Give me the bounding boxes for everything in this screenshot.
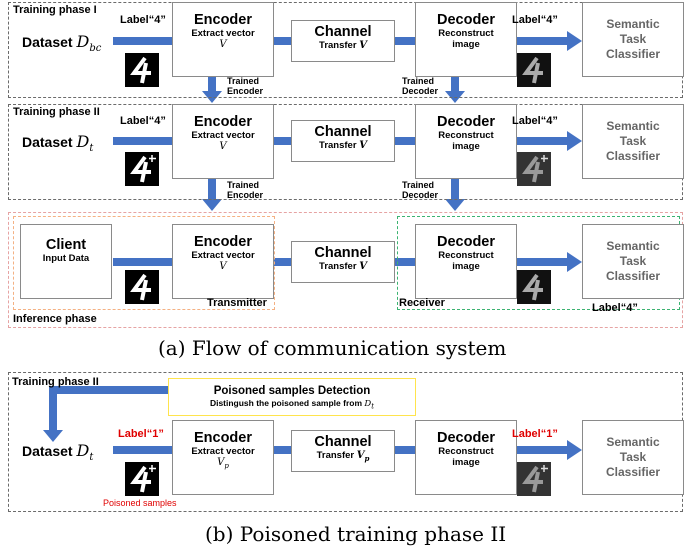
arrow-client-to-encoder	[113, 258, 172, 266]
arrow-encoder-to-channel-3	[274, 258, 291, 266]
arrow-encoder-to-channel-1	[274, 37, 291, 45]
client-box: Client Input Data	[20, 224, 112, 299]
arrow-decoder-to-classifier-p	[517, 440, 582, 460]
reconstructed-digit-2	[517, 152, 551, 186]
encoder-box-1: Encoder Extract vector V	[172, 2, 274, 77]
label-4-input-2: Label“4”	[120, 115, 166, 127]
encoder-var: V	[219, 39, 227, 50]
arrow-channel-to-decoder-2	[395, 137, 415, 145]
digit-4-image-1	[125, 53, 159, 87]
arrow-detection-back-to-dataset	[43, 386, 168, 442]
arrow-encoder-to-channel-2	[274, 137, 291, 145]
training-phase-2-title: Training phase II	[13, 106, 100, 118]
receiver-label: Receiver	[399, 297, 445, 309]
reconstructed-digit-3	[517, 270, 551, 304]
digit-4-trigger-image-2	[125, 152, 159, 186]
arrow-decoder-to-classifier-1	[517, 31, 582, 51]
digit-4-image-3	[125, 270, 159, 304]
arrow-channel-to-decoder-1	[395, 37, 415, 45]
channel-box-2: Channel Transfer V	[291, 120, 395, 162]
arrow-decoder-to-classifier-3	[517, 252, 582, 272]
reconstructed-digit-1	[517, 53, 551, 87]
arrow-trained-encoder-down-2	[202, 178, 222, 211]
arrow-encoder-to-channel-p	[274, 446, 291, 454]
arrow-trained-decoder-down-1	[445, 76, 465, 103]
encoder-box-2: Encoder Extract vector V	[172, 104, 274, 179]
encoder-box-3: Encoder Extract vector V	[172, 224, 274, 299]
channel-box-1: Channel Transfer V	[291, 20, 395, 62]
arrow-trained-decoder-down-2	[445, 178, 465, 211]
decoder-box-1: Decoder Reconstruct image	[415, 2, 517, 77]
channel-box-3: Channel Transfer V	[291, 241, 395, 283]
decoder-box-p: Decoder Reconstruct image	[415, 420, 517, 495]
arrow-channel-to-decoder-p	[395, 446, 415, 454]
arrow-dataset-to-encoder-p	[113, 446, 172, 454]
encoder-sub: Extract vector	[191, 28, 255, 39]
dataset-label-2: Dataset Dt	[22, 132, 94, 154]
caption-b: (b) Poisoned training phase II	[205, 522, 507, 546]
dataset-label-p: Dataset Dt	[22, 441, 94, 463]
poisoned-phase-title: Training phase II	[12, 376, 99, 388]
label-4-output-2: Label“4”	[512, 115, 558, 127]
reconstructed-poisoned-digit	[517, 462, 551, 496]
poisoned-detection-box: Poisoned samples Detection Distingush th…	[168, 378, 416, 416]
arrow-dataset-to-encoder-2	[113, 137, 172, 145]
training-phase-1-title: Training phase I	[13, 4, 97, 16]
label-4-output-1: Label“4”	[512, 14, 558, 26]
arrow-trained-encoder-down-1	[202, 76, 222, 103]
label-4-output-3: Label“4”	[592, 302, 638, 314]
caption-a: (a) Flow of communication system	[158, 336, 507, 360]
decoder-box-3: Decoder Reconstruct image	[415, 224, 517, 299]
encoder-box-p: Encoder Extract vector Vp	[172, 420, 274, 495]
decoder-box-2: Decoder Reconstruct image	[415, 104, 517, 179]
inference-phase-title: Inference phase	[13, 313, 97, 325]
transmitter-frame	[13, 216, 275, 310]
label-1-input: Label“1”	[118, 428, 164, 440]
dataset-label-1: Dataset Dbc	[22, 32, 102, 54]
arrow-decoder-to-classifier-2	[517, 131, 582, 151]
arrow-dataset-to-encoder-1	[113, 37, 172, 45]
label-1-output: Label“1”	[512, 428, 558, 440]
poisoned-samples-caption: Poisoned samples	[103, 498, 177, 508]
label-4-input-1: Label“4”	[120, 14, 166, 26]
channel-box-p: Channel Transfer Vp	[291, 430, 395, 472]
encoder-title: Encoder	[193, 12, 252, 28]
poisoned-digit-image	[125, 462, 159, 496]
transmitter-label: Transmitter	[207, 297, 267, 309]
arrow-channel-to-decoder-3	[395, 258, 415, 266]
